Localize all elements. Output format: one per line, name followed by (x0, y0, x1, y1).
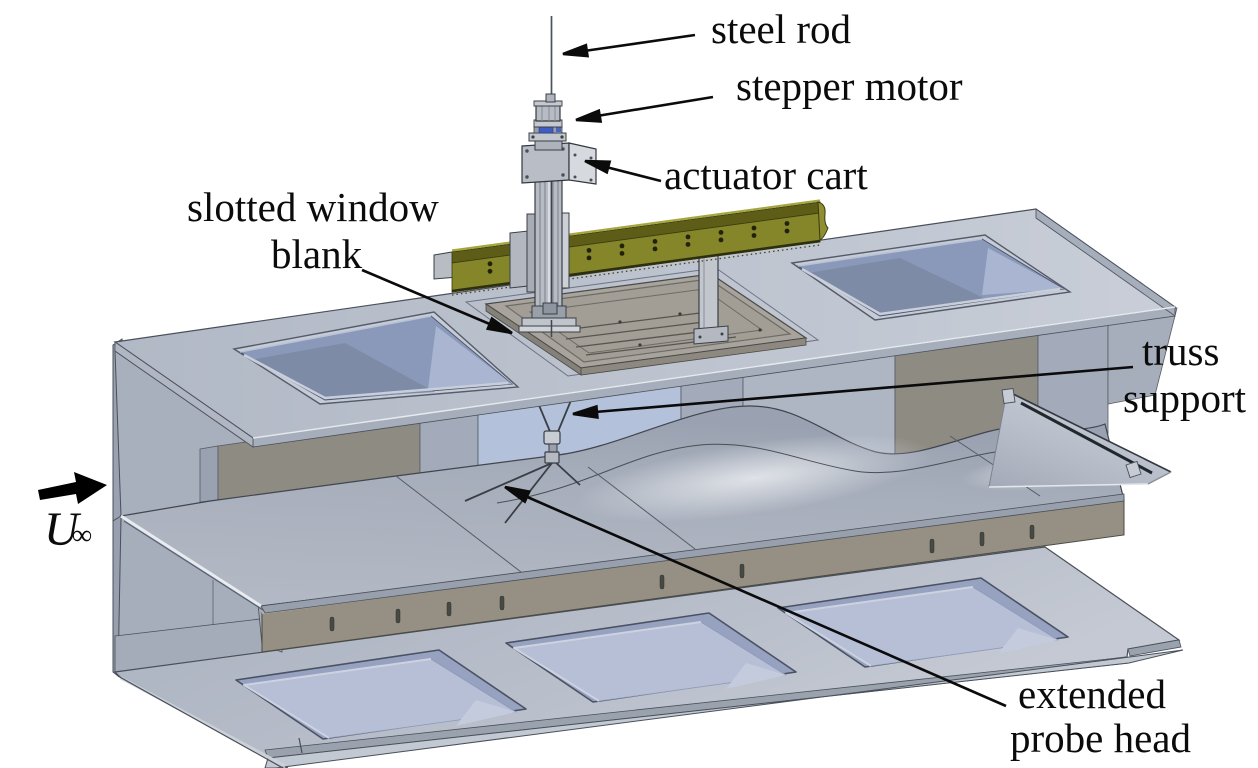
svg-text:extended: extended (1018, 671, 1166, 717)
svg-text:steel rod: steel rod (711, 6, 851, 52)
svg-text:stepper motor: stepper motor (736, 63, 963, 109)
svg-text:truss: truss (1142, 328, 1219, 374)
svg-text:actuator cart: actuator cart (664, 152, 868, 198)
svg-text:blank: blank (271, 231, 363, 277)
svg-text:∞: ∞ (72, 520, 92, 551)
svg-text:support: support (1123, 375, 1247, 421)
svg-text:U: U (44, 503, 82, 556)
svg-text:probe head: probe head (1010, 715, 1191, 761)
svg-text:slotted window: slotted window (187, 184, 439, 230)
